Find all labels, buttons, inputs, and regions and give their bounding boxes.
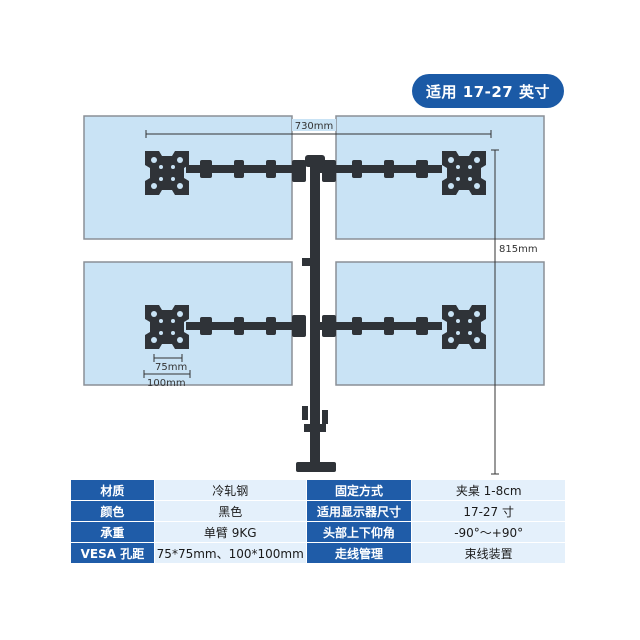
spec-value: 75*75mm、100*100mm — [153, 542, 307, 564]
spec-key: 走线管理 — [305, 542, 413, 564]
mount-pole — [296, 155, 336, 472]
vesa-dimension-small — [153, 354, 183, 362]
spec-row-vesa: VESA 孔距 75*75mm、100*100mm 走线管理 束线装置 — [70, 542, 566, 564]
monitor-screen-top-left — [83, 115, 293, 240]
vesa-plate-top-left — [145, 151, 189, 195]
spec-key: VESA 孔距 — [70, 542, 155, 564]
spec-table: 材质 冷轧钢 固定方式 夹桌 1-8cm 颜色 黑色 适用显示器尺寸 17-27… — [70, 479, 566, 564]
monitor-mount-diagram: 730mm 815mm 75mm 100mm — [83, 115, 545, 475]
spec-value: 单臂 9KG — [153, 521, 307, 543]
spec-key: 固定方式 — [305, 479, 413, 501]
spec-key: 材质 — [70, 479, 155, 501]
mount-arm-bottom — [186, 315, 442, 337]
size-badge: 适用 17-27 英寸 — [412, 74, 564, 108]
spec-value: -90°～+90° — [411, 521, 566, 543]
spec-value: 17-27 寸 — [411, 500, 566, 522]
spec-value: 夹桌 1-8cm — [411, 479, 566, 501]
height-dimension-label: 815mm — [499, 244, 538, 255]
spec-row-color: 颜色 黑色 适用显示器尺寸 17-27 寸 — [70, 500, 566, 522]
vesa-dimension-small-label: 75mm — [155, 362, 187, 373]
mount-arm-top — [186, 160, 442, 182]
spec-key: 颜色 — [70, 500, 155, 522]
spec-value: 束线装置 — [411, 542, 566, 564]
spec-row-material: 材质 冷轧钢 固定方式 夹桌 1-8cm — [70, 479, 566, 501]
size-badge-label: 适用 17-27 英寸 — [426, 82, 550, 101]
vesa-plate-bottom-right — [442, 305, 486, 349]
spec-key: 适用显示器尺寸 — [305, 500, 413, 522]
width-dimension — [145, 130, 492, 138]
vesa-plate-top-right — [442, 151, 486, 195]
spec-key: 头部上下仰角 — [305, 521, 413, 543]
spec-value: 黑色 — [153, 500, 307, 522]
vesa-plate-bottom-left — [145, 305, 189, 349]
spec-value: 冷轧钢 — [153, 479, 307, 501]
width-dimension-label: 730mm — [295, 121, 334, 132]
vesa-dimension-large-label: 100mm — [147, 378, 186, 389]
vesa-dimension-large — [143, 370, 191, 378]
spec-row-load: 承重 单臂 9KG 头部上下仰角 -90°～+90° — [70, 521, 566, 543]
monitor-screen-top-right — [335, 115, 545, 240]
height-dimension — [491, 149, 499, 475]
spec-key: 承重 — [70, 521, 155, 543]
